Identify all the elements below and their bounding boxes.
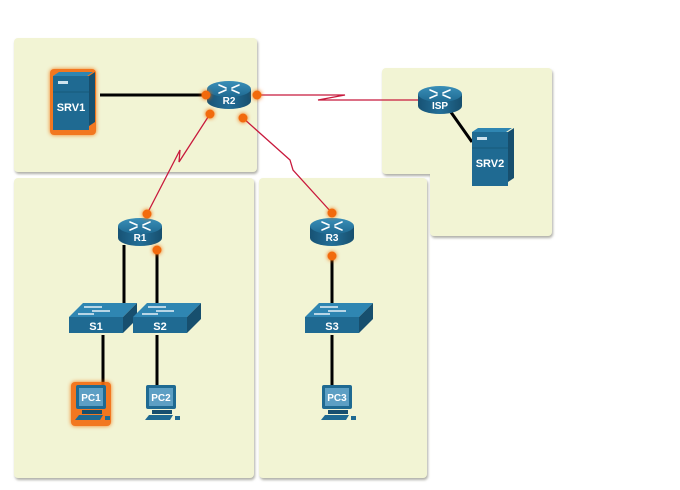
port-indicator: [252, 90, 262, 100]
switch-icon: [69, 303, 137, 333]
link-r2-isp-serial[interactable]: [257, 94, 420, 101]
router-icon: [118, 218, 162, 246]
device-r3[interactable]: R3: [310, 218, 354, 246]
pc-icon: [145, 385, 180, 420]
link-r2-r1-serial[interactable]: [146, 113, 211, 215]
switch-icon: [305, 303, 373, 333]
pc-icon: [321, 385, 356, 420]
device-r2[interactable]: R2: [207, 81, 251, 109]
device-s3[interactable]: S3: [305, 303, 373, 333]
device-r1[interactable]: R1: [118, 218, 162, 246]
device-label: S3: [325, 321, 338, 333]
device-srv2[interactable]: SRV2: [472, 128, 514, 186]
router-icon: [418, 86, 462, 114]
device-label: R2: [223, 96, 236, 107]
pc-icon: [71, 382, 111, 426]
device-pc3[interactable]: PC3: [321, 385, 356, 420]
server-icon: [472, 128, 514, 186]
device-label: S1: [89, 321, 102, 333]
router-icon: [207, 81, 251, 109]
device-srv1[interactable]: SRV1: [50, 69, 96, 135]
device-label: PC3: [327, 393, 347, 404]
port-indicator: [201, 90, 211, 100]
device-label: R1: [134, 233, 147, 244]
link-r2-r3-serial[interactable]: [242, 117, 333, 214]
device-label: R3: [326, 233, 339, 244]
device-label: SRV1: [57, 102, 86, 114]
port-indicator: [205, 109, 215, 119]
device-label: S2: [153, 321, 166, 333]
device-isp[interactable]: ISP: [418, 86, 462, 114]
device-label: PC2: [151, 393, 171, 404]
device-label: ISP: [432, 101, 448, 112]
port-indicator: [152, 245, 162, 255]
router-icon: [310, 218, 354, 246]
links: [100, 93, 474, 385]
port-indicator: [327, 251, 337, 261]
device-s1[interactable]: S1: [69, 303, 137, 333]
device-pc1[interactable]: PC1: [71, 382, 111, 426]
device-label: SRV2: [476, 158, 505, 170]
device-label: PC1: [81, 393, 101, 404]
link-isp-srv2[interactable]: [446, 107, 474, 143]
port-indicator: [142, 209, 152, 219]
device-pc2[interactable]: PC2: [145, 385, 180, 420]
server-icon: [50, 69, 96, 135]
device-s2[interactable]: S2: [133, 303, 201, 333]
port-indicator: [238, 113, 248, 123]
port-indicator: [327, 208, 337, 218]
switch-icon: [133, 303, 201, 333]
